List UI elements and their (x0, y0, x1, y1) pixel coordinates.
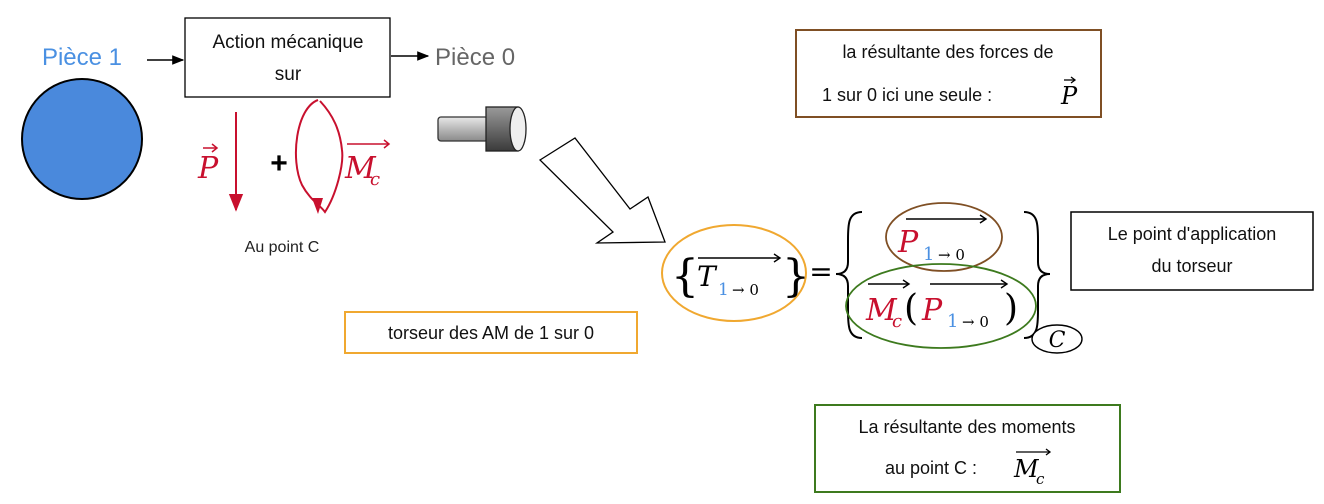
moment-curved-arrow (294, 99, 344, 214)
plus-sign: + (270, 147, 288, 180)
svg-text:P: P (897, 225, 919, 260)
right-brace (1023, 211, 1051, 339)
svg-text:c: c (892, 311, 902, 332)
torseur-T-symbol: { } T 1 → 0 (671, 251, 810, 302)
moment-Mc-symbol: M c (344, 139, 391, 190)
svg-text:}: } (782, 251, 810, 302)
au-point-c-label: Au point C (245, 239, 320, 256)
svg-text:P: P (197, 151, 219, 186)
moments-note-Mc-symbol: M c (1013, 448, 1052, 488)
point-C-circle (1031, 324, 1083, 354)
forces-note-box (795, 29, 1102, 118)
svg-text:M: M (1013, 455, 1040, 483)
svg-text:1: 1 (718, 280, 729, 300)
action-box (184, 17, 391, 98)
svg-text:c: c (370, 169, 380, 190)
application-note-line2: du torseur (1151, 256, 1232, 276)
force-P-symbol: P (197, 143, 219, 186)
torseur-note-box (344, 311, 638, 354)
piece0-label: Pièce 0 (435, 44, 515, 71)
torseur-note-label: torseur des AM de 1 sur 0 (388, 323, 594, 343)
piece0-pin-icon (437, 106, 527, 152)
resultant-P-symbol: P 1 → 0 (897, 214, 988, 265)
svg-text:{: { (671, 251, 699, 302)
moment-Mc-P-symbol: M c ( ) P 1 → 0 (865, 279, 1018, 332)
torseur-T-highlight (661, 224, 807, 322)
svg-text:→ 0: → 0 (962, 313, 989, 331)
left-brace (835, 211, 863, 339)
svg-text:T: T (697, 260, 718, 293)
equals-sign: = (809, 255, 832, 288)
svg-text:→ 0: → 0 (732, 281, 759, 299)
svg-text:1: 1 (923, 244, 934, 265)
moment-highlight (845, 263, 1037, 349)
svg-text:1: 1 (947, 311, 958, 332)
svg-text:(: ( (904, 288, 918, 329)
svg-text:P: P (1060, 82, 1078, 110)
forces-note-line2: 1 sur 0 ici une seule : (822, 85, 992, 105)
svg-text:M: M (344, 151, 377, 186)
point-C-label: C (1049, 328, 1066, 353)
svg-text:P: P (921, 293, 943, 328)
application-note-box (1070, 211, 1314, 291)
big-hollow-arrow (538, 137, 666, 244)
moments-note-line1: La résultante des moments (858, 417, 1075, 437)
svg-text:): ) (1004, 288, 1018, 329)
svg-text:c: c (1036, 470, 1045, 488)
moments-note-box (814, 404, 1121, 493)
moment-arrowhead (312, 198, 323, 214)
application-note-line1: Le point d'application (1108, 224, 1277, 244)
resultant-P-highlight (885, 202, 1003, 272)
piece1-label: Pièce 1 (42, 44, 122, 71)
forces-note-P-symbol: P (1060, 76, 1078, 110)
svg-text:→ 0: → 0 (938, 246, 965, 264)
action-box-line1: Action mécanique (212, 32, 363, 53)
forces-note-line1: la résultante des forces de (842, 42, 1053, 62)
action-box-line2: sur (275, 64, 302, 85)
svg-text:M: M (865, 293, 898, 328)
piece1-circle (21, 78, 143, 200)
moments-note-line2: au point C : (885, 458, 977, 478)
